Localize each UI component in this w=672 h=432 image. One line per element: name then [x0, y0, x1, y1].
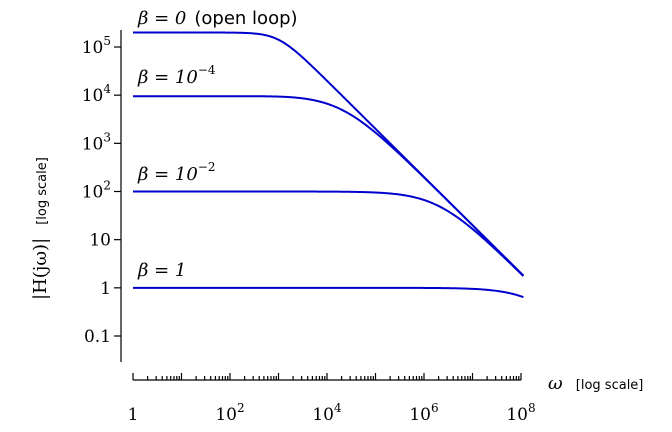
- y-tick-label: 105: [82, 34, 111, 58]
- svg-text:ω [log scale]: ω [log scale]: [548, 373, 643, 394]
- y-tick-label: 10: [89, 231, 111, 251]
- curves: [133, 31, 525, 299]
- x-axis-title: ω [log scale]: [548, 373, 643, 394]
- x-tick-label: 108: [506, 401, 535, 425]
- x-axis-label: ω: [548, 373, 563, 394]
- y-axis-unit: [log scale]: [35, 157, 50, 225]
- y-tick-label: 102: [82, 179, 111, 203]
- x-axis-unit: [log scale]: [576, 378, 644, 393]
- svg-text:|H(jω)| [log scale]: |H(jω)| [log scale]: [30, 157, 51, 300]
- y-axis-title: |H(jω)| [log scale]: [30, 157, 51, 300]
- y-tick-label: 0.1: [84, 327, 111, 347]
- y-tick-label: 1: [100, 279, 111, 299]
- x-tick-label: 104: [312, 401, 342, 425]
- y-axis-label: |H(jω)|: [30, 238, 51, 300]
- x-tick-label: 1: [128, 405, 139, 425]
- series-label-1: β = 10−4: [137, 63, 216, 88]
- curve-series-3: [133, 286, 524, 299]
- x-tick-label: 102: [215, 401, 244, 425]
- y-axis: 0.1 1 10 102 103 104 105: [82, 30, 122, 362]
- curve-series-1: [133, 95, 525, 277]
- series-label-0: β = 0(open loop): [137, 8, 298, 29]
- series-labels: β = 0(open loop) β = 10−4 β = 10−2 β = 1: [137, 8, 298, 281]
- curve-series-2: [133, 190, 525, 277]
- y-tick-label: 104: [82, 82, 112, 106]
- series-label-3: β = 1: [137, 260, 186, 281]
- y-tick-label: 103: [82, 130, 111, 154]
- series-label-2: β = 10−2: [137, 160, 216, 185]
- x-tick-label: 106: [409, 401, 438, 425]
- x-axis: 1 102 104 106 108: [128, 373, 536, 425]
